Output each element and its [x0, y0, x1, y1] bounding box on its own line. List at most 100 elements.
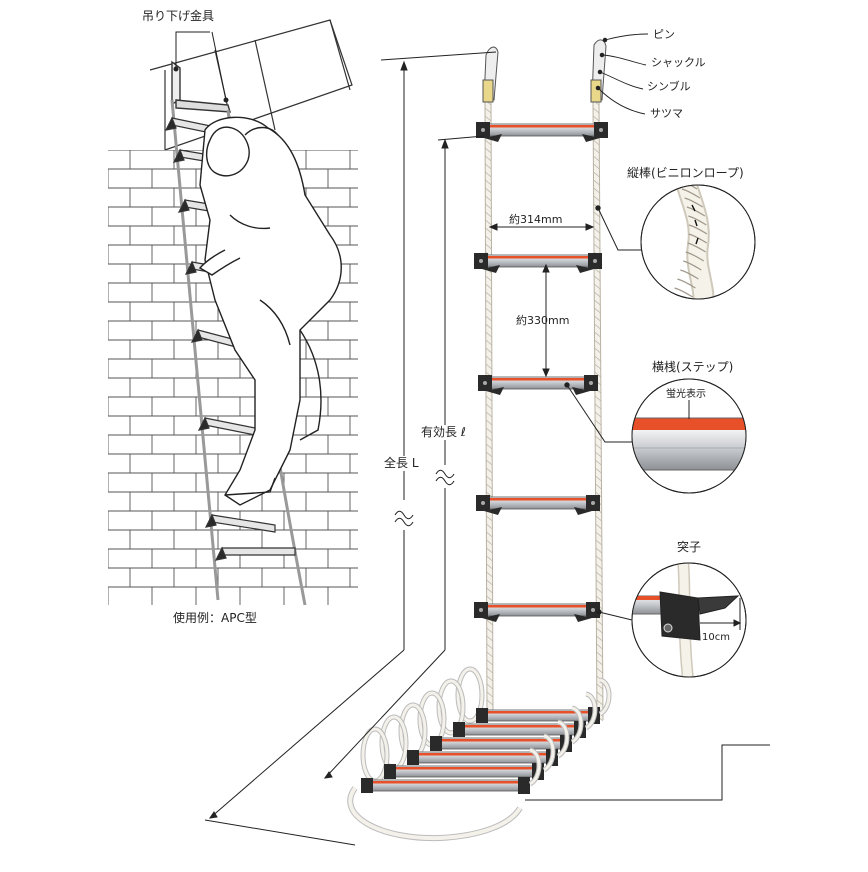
usage-standoff: [164, 116, 177, 131]
folded-fluorescent: [396, 767, 532, 770]
rope-zoom-strand: [683, 260, 702, 271]
rung-rivet: [589, 381, 593, 385]
standoff-spike: [484, 134, 502, 142]
rope-twist: [593, 187, 600, 194]
rope-twist: [485, 363, 493, 370]
folded-end-cap: [518, 777, 530, 794]
rope-twist: [486, 491, 493, 498]
rung-rivet: [591, 608, 595, 612]
folded-fluorescent: [419, 753, 546, 756]
rope-twist: [595, 531, 603, 538]
rope-twist: [596, 619, 603, 626]
rope-twist: [485, 411, 493, 418]
step-label: 横桟(ステップ): [652, 360, 734, 374]
rope-twist: [485, 219, 492, 226]
folded-end-cap: [453, 722, 465, 737]
callout-rope: [595, 184, 756, 300]
folded-rope-loop-core: [456, 667, 484, 723]
rope-twist: [486, 515, 493, 522]
rope-twist: [485, 243, 492, 250]
rope-twist: [593, 227, 601, 234]
rope-zoom-strand: [681, 188, 701, 199]
usage-standoff: [204, 513, 217, 528]
rope-twist: [485, 211, 492, 218]
rope-twist: [595, 475, 602, 482]
callout-step: [564, 378, 747, 494]
rope-twist: [486, 547, 493, 554]
usage-ladder: [164, 99, 307, 606]
rope-twist: [485, 291, 492, 298]
rope-twist: [485, 307, 492, 314]
folded-right-loop-core: [543, 734, 555, 772]
rope-twist: [593, 283, 601, 290]
rope-twist: [594, 339, 601, 346]
rope-zoom-strand: [688, 224, 708, 235]
fluorescent-label: 蛍光表示: [666, 389, 706, 400]
folded-right-loop-core: [585, 692, 597, 730]
rope-twist: [485, 451, 493, 458]
rope-twist: [592, 107, 600, 114]
top-fittings: [482, 39, 607, 103]
rope-twist: [484, 115, 492, 122]
rope-zoom-strand: [684, 197, 703, 208]
hanger-leader: [175, 31, 210, 69]
folded-fluorescent: [442, 739, 560, 742]
folded-right-loop-core: [529, 748, 541, 786]
rope-twist: [485, 435, 493, 442]
rope-twist: [594, 371, 602, 378]
fluorescent-strip: [488, 605, 586, 608]
rope-zoom-strand: [677, 278, 696, 289]
loose-rope-bottom-core: [348, 786, 522, 841]
rung-rivet: [479, 259, 483, 263]
rope-twist: [593, 195, 600, 202]
rope-twist: [486, 579, 493, 586]
rope-twist: [593, 275, 601, 282]
loose-rope-bottom: [347, 786, 523, 842]
thimble-label: シンブル: [647, 80, 691, 93]
rope-zoom-strand: [685, 251, 705, 262]
rope-twist: [594, 403, 602, 410]
rope-twist: [484, 147, 492, 154]
folded-end-cap: [361, 778, 373, 793]
rope-twist: [596, 683, 604, 690]
rope-twist: [486, 683, 494, 690]
rope-zoom-strand: [688, 233, 708, 244]
rope-twist: [594, 411, 602, 418]
folded-right-loop-core: [571, 706, 583, 744]
rope-twist: [593, 219, 601, 226]
rope-twist: [485, 347, 493, 354]
rope-twist: [486, 651, 494, 658]
usage-example-label: 使用例：APC型: [173, 611, 257, 625]
rope-twist: [595, 491, 602, 498]
rope-twist: [486, 699, 494, 706]
fluorescent-strip: [490, 498, 586, 501]
standoff-spike: [484, 507, 502, 515]
usage-standoff: [190, 328, 203, 343]
rope-twist: [595, 547, 603, 554]
rung-rivet: [599, 128, 603, 132]
rope-twist: [596, 643, 603, 650]
hanger-fitting-label: 吊り下げ金具: [142, 9, 215, 23]
rope-zoom-strand: [674, 287, 693, 298]
usage-standoff: [172, 148, 185, 163]
rope-twist: [485, 315, 492, 322]
usage-standoff: [184, 260, 197, 275]
rope-twist: [485, 195, 492, 202]
standoff-spike: [576, 265, 594, 273]
rope-twist: [595, 579, 603, 586]
standoff-label: 突子: [677, 540, 702, 554]
rope-twist: [486, 595, 493, 602]
folded-rope-loop-core: [437, 679, 465, 735]
climber-figure: [198, 116, 342, 506]
rung-rivet: [481, 501, 485, 505]
rope-twist: [486, 635, 493, 642]
standoff-spike: [574, 507, 592, 515]
rope-twist: [485, 355, 493, 362]
standoff-dim-label: 10cm: [702, 632, 730, 643]
vertical-rope-label: 縦棒(ビニロンロープ): [627, 166, 744, 180]
satsuma-label: サツマ: [650, 107, 683, 120]
rope-twist: [594, 331, 601, 338]
rope-twist: [485, 179, 492, 186]
rope-twist: [594, 363, 601, 370]
